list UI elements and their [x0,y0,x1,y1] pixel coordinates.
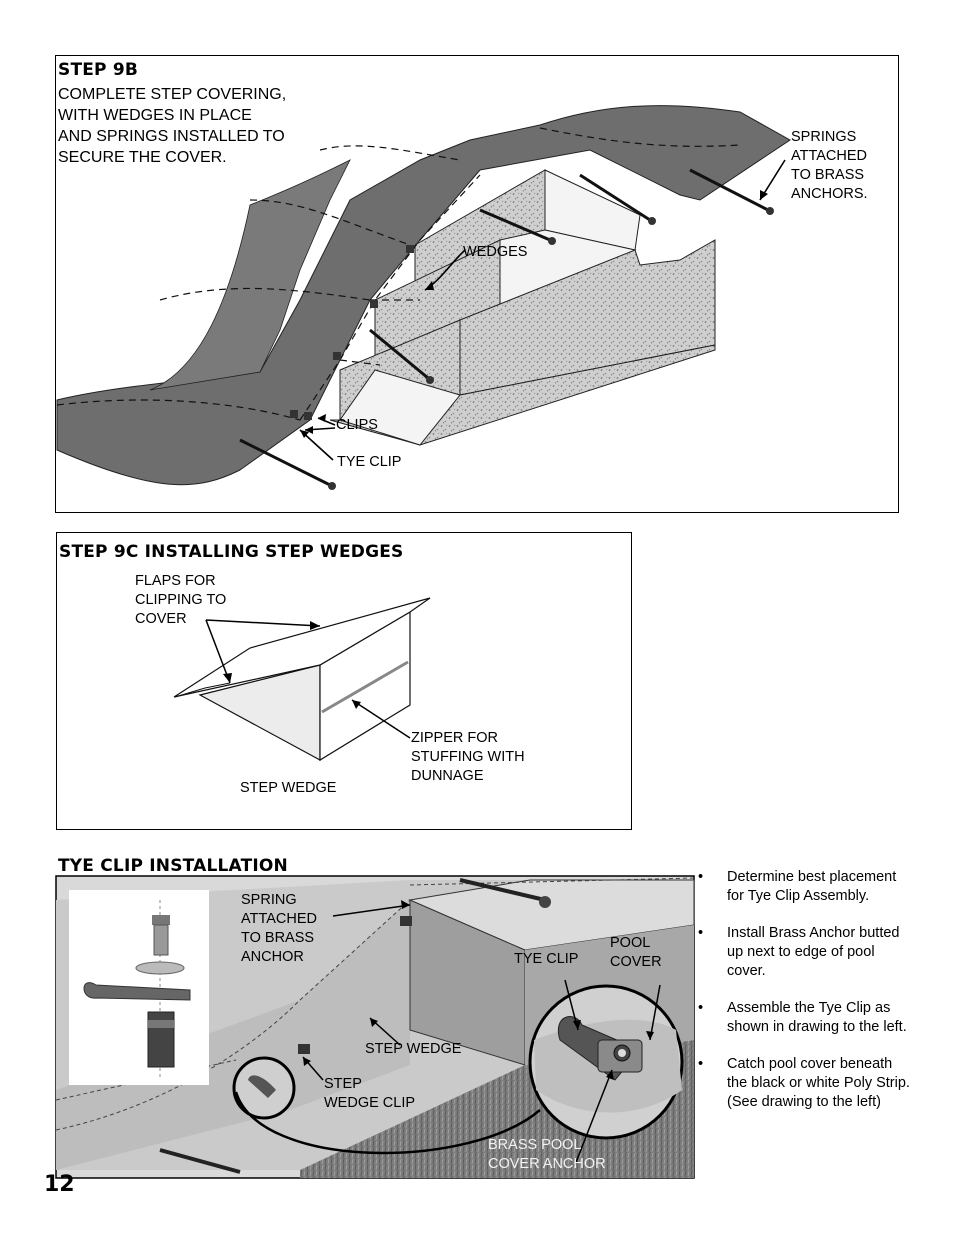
step-wedge-label: STEP WEDGE [365,1041,462,1057]
step-9b-heading: STEP 9B [58,60,139,80]
springs-label: SPRINGS ATTACHED TO BRASS ANCHORS. [791,129,868,202]
instruction-item: • Install Brass Anchor butted up next to … [698,924,910,981]
step-wedge-label-9c: STEP WEDGE [240,780,337,796]
clips-label: CLIPS [336,417,378,433]
step-9c-panel [56,532,632,830]
instruction-text: Install Brass Anchor butted up next to e… [727,925,900,979]
instruction-item: • Determine best placement for Tye Clip A… [698,868,910,906]
bullet-icon: • [698,1000,704,1016]
zipper-label: ZIPPER FOR STUFFING WITH DUNNAGE [411,730,525,784]
tye-clip-label-9b: TYE CLIP [337,454,402,470]
wedge-top-flap [173,597,431,698]
instruction-text: Assemble the Tye Clip as shown in drawin… [727,1000,907,1035]
step-9b-description-line: WITH WEDGES IN PLACE [58,107,252,124]
flaps-label: FLAPS FOR CLIPPING TO COVER [135,573,227,627]
zipper-line [321,660,409,714]
bullet-icon: • [698,925,704,941]
bullet-icon: • [698,1056,704,1072]
step-wedge-illustration [173,597,431,762]
pool-cover-label: POOL COVER [610,935,662,970]
step-9c-heading: STEP 9C INSTALLING STEP WEDGES [59,542,404,562]
instruction-text: Catch pool cover beneath the black or wh… [727,1056,910,1110]
spring-attached-label: SPRING ATTACHED TO BRASS ANCHOR [241,892,317,965]
instruction-text: Determine best placement for Tye Clip As… [727,869,897,904]
step-9b-description-line: COMPLETE STEP COVERING, [58,86,287,103]
step-wedge-clip-label: STEP WEDGE CLIP [324,1076,416,1111]
page-number: 12 [44,1172,75,1197]
step-9b-illustration [56,105,791,490]
brass-anchor-label: BRASS POOL COVER ANCHOR [488,1137,606,1172]
wedges-label: WEDGES [463,244,528,260]
tye-clip-heading: TYE CLIP INSTALLATION [58,856,288,876]
step-9b-description: COMPLETE STEP COVERING, WITH WEDGES IN P… [58,84,286,168]
instruction-item: • Assemble the Tye Clip as shown in drawi… [698,999,910,1037]
tye-clip-label: TYE CLIP [514,951,579,967]
step-9b-description-line: SECURE THE COVER. [58,149,227,166]
step-9b-panel [55,55,899,513]
tye-clip-instructions: • Determine best placement for Tye Clip A… [698,868,910,1130]
bullet-icon: • [698,869,704,885]
instruction-item: • Catch pool cover beneath the black or w… [698,1055,910,1112]
step-9b-description-line: AND SPRINGS INSTALLED TO [58,128,285,145]
